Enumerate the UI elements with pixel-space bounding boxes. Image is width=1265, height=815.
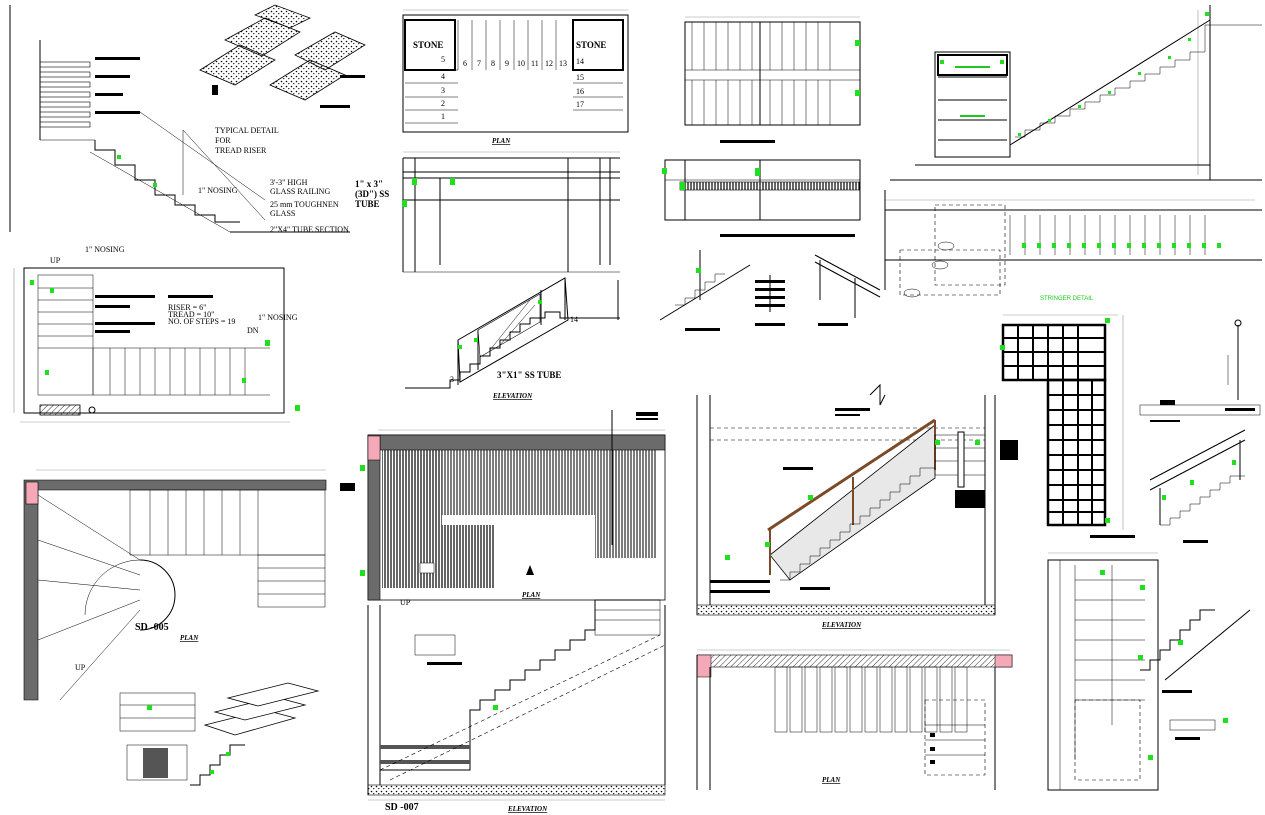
tread-isometric bbox=[199, 4, 366, 108]
label-stone-left: STONE bbox=[413, 40, 443, 50]
label-riser: RISER = 6" bbox=[168, 303, 206, 312]
step-number: 2 bbox=[441, 99, 445, 108]
label-ss-tube-elev: 3"X1" SS TUBE bbox=[497, 370, 561, 380]
step-number: 1 bbox=[441, 112, 445, 121]
label-no-steps: NO. OF STEPS = 19 bbox=[168, 317, 235, 326]
step-number: 5 bbox=[441, 55, 445, 64]
step-number: 15 bbox=[576, 73, 584, 82]
label-up-center: UP bbox=[400, 598, 411, 607]
step-number: 6 bbox=[463, 59, 467, 68]
u-stair-plan: 1" NOSING UP RISER = 6" TREAD = 10" NO. … bbox=[13, 245, 300, 423]
step-number: 9 bbox=[505, 59, 509, 68]
glass-railing-elevation: 14 3 3"X1" SS TUBE ELEVATION bbox=[405, 277, 620, 400]
railing-strip-detail bbox=[662, 159, 861, 237]
label-tread: TREAD = 10" bbox=[168, 310, 214, 319]
elev-step-14: 14 bbox=[570, 315, 578, 324]
label-ss-tube-3: TUBE bbox=[355, 199, 380, 209]
step-number: 11 bbox=[531, 59, 539, 68]
small-stair-details bbox=[659, 250, 881, 331]
label-up: UP bbox=[50, 256, 61, 265]
label-tread-riser-2: FOR bbox=[215, 136, 231, 145]
stair-section-right bbox=[890, 5, 1262, 181]
stone-plan: STONE STONE 5 4 3 2 1 6 7 8 9 10 11 12 1… bbox=[402, 9, 629, 145]
plan-title: PLAN bbox=[492, 137, 511, 145]
step-number: 8 bbox=[491, 59, 495, 68]
railing-details-right bbox=[1139, 319, 1261, 543]
label-stone-right: STONE bbox=[576, 40, 606, 50]
step-number: 14 bbox=[576, 57, 584, 66]
step-number: 12 bbox=[545, 59, 553, 68]
elevation-right-title: ELEVATION bbox=[821, 621, 862, 629]
step-number: 4 bbox=[441, 72, 445, 81]
elevation-title: ELEVATION bbox=[492, 392, 533, 400]
wall-section-detail bbox=[934, 51, 1011, 158]
step-number: 3 bbox=[441, 86, 445, 95]
step-number: 7 bbox=[477, 59, 481, 68]
label-up-sd005: UP bbox=[75, 663, 86, 672]
label-sd005: SD -005 bbox=[135, 622, 169, 633]
ss-tube-detail: 1" x 3" (3D") SS TUBE bbox=[355, 151, 620, 273]
bottom-right-plan bbox=[1047, 552, 1251, 791]
label-ss-tube-2: (3D") SS bbox=[355, 189, 389, 199]
label-glass-railing-1: 3'-3" HIGH bbox=[270, 178, 308, 187]
small-iso-steps bbox=[119, 682, 320, 786]
label-stringer-detail: STRINGER DETAIL bbox=[1040, 296, 1094, 302]
label-nosing: 1" NOSING bbox=[198, 186, 238, 195]
elev-step-3: 3 bbox=[450, 375, 454, 384]
center-plan: UP PLAN bbox=[340, 410, 666, 607]
upper-plan-detail bbox=[684, 16, 861, 143]
label-dn: DN bbox=[247, 326, 259, 335]
center-right-elevation: ELEVATION bbox=[696, 383, 1018, 629]
elevation-sd007-title: ELEVATION bbox=[507, 805, 548, 813]
plan-right-title: PLAN bbox=[822, 776, 841, 784]
label-nosing-right: 1" NOSING bbox=[258, 313, 298, 322]
step-number: 17 bbox=[576, 100, 584, 109]
label-toughened-2: GLASS bbox=[270, 209, 295, 218]
right-bottom-plan: PLAN bbox=[696, 649, 1013, 790]
label-sd007: SD -007 bbox=[385, 802, 419, 813]
plan-sd005-title: PLAN bbox=[180, 634, 199, 642]
step-number: 10 bbox=[517, 59, 525, 68]
railing-posts bbox=[39, 61, 91, 128]
label-toughened-1: 25 mm TOUGHNEN bbox=[270, 200, 339, 209]
label-nosing-top: 1" NOSING bbox=[85, 245, 125, 254]
label-ss-tube-1: 1" x 3" bbox=[355, 179, 383, 189]
step-number: 16 bbox=[576, 87, 584, 96]
sd007-elevation: SD -007 ELEVATION bbox=[367, 599, 666, 813]
label-glass-railing-2: GLASS RAILING bbox=[270, 187, 330, 196]
grid-stair-plan bbox=[1000, 314, 1135, 538]
label-tread-riser-3: TREAD RISER bbox=[215, 146, 267, 155]
label-tread-riser-1: TYPICAL DETAIL bbox=[215, 126, 279, 135]
plan-stair-lines bbox=[405, 20, 623, 124]
plan-center-title: PLAN bbox=[522, 591, 541, 599]
tread-riser-detail: TYPICAL DETAIL FOR TREAD RISER 1" NOSING… bbox=[9, 5, 350, 234]
sd005-plan: SD -005 PLAN UP bbox=[23, 469, 327, 701]
label-tube-section: 2"X4" TUBE SECTION bbox=[270, 225, 349, 234]
step-number: 13 bbox=[559, 59, 567, 68]
long-stair-plan: STRINGER DETAIL bbox=[884, 190, 1262, 302]
